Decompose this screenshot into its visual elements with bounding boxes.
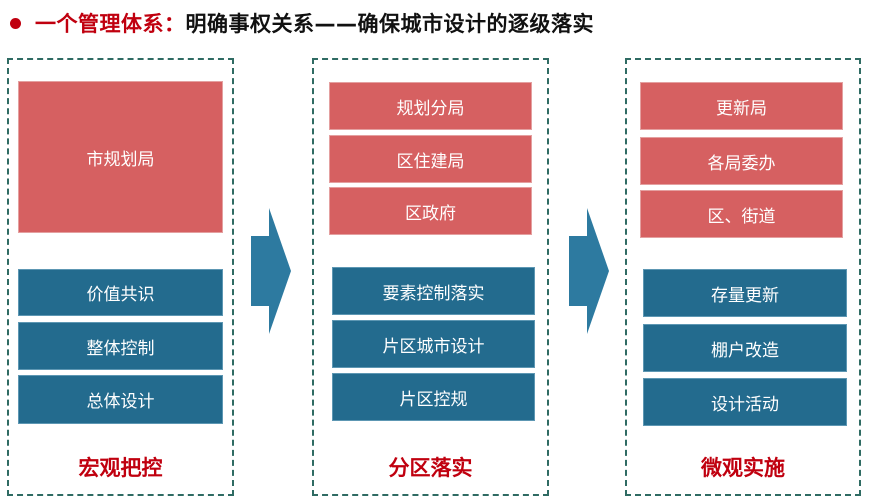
task-box: 要素控制落实 — [332, 267, 535, 315]
bullet-dot-icon — [10, 17, 21, 29]
panel-footer-label: 分区落实 — [388, 456, 473, 480]
panel-footer-label: 微观实施 — [701, 456, 785, 480]
org-box: 区住建局 — [329, 135, 532, 183]
task-box: 片区城市设计 — [332, 320, 535, 368]
panel-macro: 市规划局 价值共识 整体控制 总体设计 宏观把控 — [7, 58, 234, 496]
panel-district: 规划分局 区住建局 区政府 要素控制落实 片区城市设计 片区控规 分区落实 — [312, 58, 549, 496]
org-box: 规划分局 — [329, 82, 532, 130]
org-box: 更新局 — [640, 82, 843, 130]
panel-footer-label: 宏观把控 — [78, 456, 163, 480]
task-box: 棚户改造 — [643, 324, 847, 372]
org-box: 区、街道 — [640, 190, 843, 238]
task-box: 价值共识 — [18, 269, 223, 316]
header: 一个管理体系：明确事权关系——确保城市设计的逐级落实 — [10, 6, 594, 40]
right-arrow-icon — [251, 208, 291, 334]
org-box: 各局委办 — [640, 137, 843, 185]
panel-micro: 更新局 各局委办 区、街道 存量更新 棚户改造 设计活动 微观实施 — [625, 58, 861, 496]
title-highlight: 一个管理体系： — [35, 12, 186, 36]
org-box: 市规划局 — [18, 81, 223, 233]
task-box: 整体控制 — [18, 322, 223, 370]
page-title: 一个管理体系：明确事权关系——确保城市设计的逐级落实 — [35, 8, 594, 38]
task-box: 存量更新 — [643, 269, 847, 317]
org-box: 区政府 — [329, 187, 532, 235]
task-box: 片区控规 — [332, 373, 535, 421]
right-arrow-icon — [569, 208, 609, 334]
task-box: 设计活动 — [643, 378, 847, 426]
title-main: 明确事权关系——确保城市设计的逐级落实 — [185, 12, 594, 36]
task-box: 总体设计 — [18, 375, 223, 424]
